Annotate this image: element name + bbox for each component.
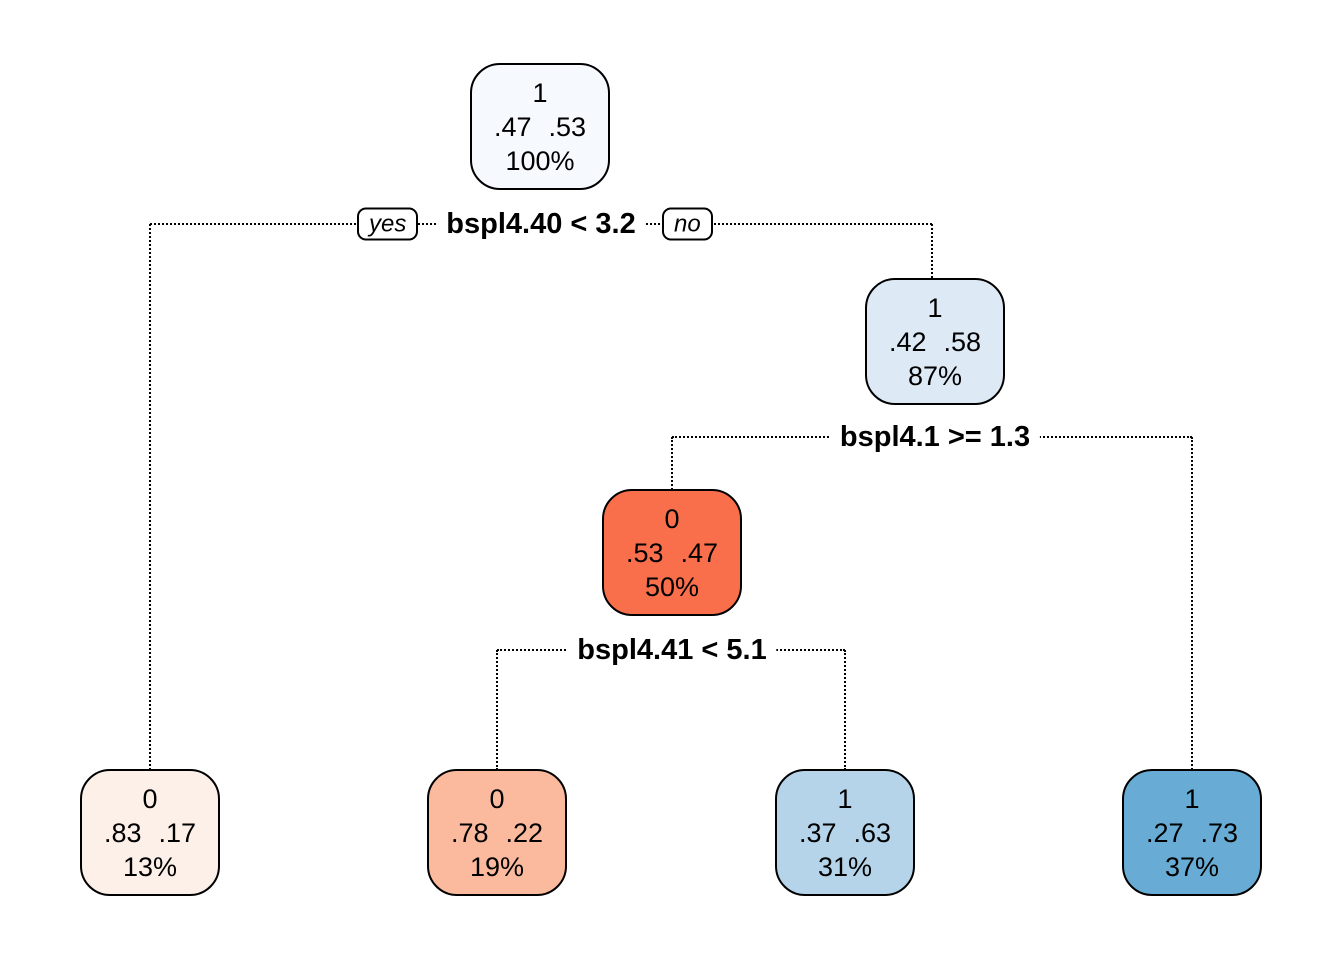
node-coverage: 37% bbox=[1164, 851, 1220, 882]
tree-node-right: 1 .42 .58 87% bbox=[865, 278, 1005, 405]
node-probabilities: .27 .73 bbox=[1146, 816, 1238, 850]
prob-class1: .73 bbox=[1200, 817, 1239, 848]
node-coverage: 87% bbox=[907, 360, 963, 391]
node-probabilities: .37 .63 bbox=[799, 816, 891, 850]
prob-class0: .27 bbox=[1145, 817, 1184, 848]
node-coverage: 13% bbox=[122, 851, 178, 882]
node-class-label: 0 bbox=[489, 783, 505, 814]
split-label-3: bspl4.41 < 5.1 bbox=[567, 631, 777, 669]
node-class-label: 1 bbox=[837, 783, 853, 814]
prob-class1: .63 bbox=[853, 817, 892, 848]
node-coverage: 100% bbox=[505, 145, 575, 176]
node-coverage: 19% bbox=[469, 851, 525, 882]
prob-class0: .53 bbox=[625, 537, 664, 568]
edge-split1-to-leaf1 bbox=[149, 224, 151, 770]
node-coverage: 31% bbox=[817, 851, 873, 882]
prob-class0: .83 bbox=[103, 817, 142, 848]
edge-split1-to-right-node bbox=[931, 224, 933, 278]
prob-class1: .17 bbox=[158, 817, 197, 848]
prob-class0: .78 bbox=[450, 817, 489, 848]
node-class-label: 0 bbox=[664, 503, 680, 534]
node-class-label: 1 bbox=[532, 77, 548, 108]
tree-node-root: 1 .47 .53 100% bbox=[470, 63, 610, 190]
prob-class1: .58 bbox=[943, 326, 982, 357]
tree-leaf-2: 0 .78 .22 19% bbox=[427, 769, 567, 896]
prob-class0: .42 bbox=[888, 326, 927, 357]
edge-split3-to-leaf3 bbox=[844, 650, 846, 770]
tree-leaf-1: 0 .83 .17 13% bbox=[80, 769, 220, 896]
prob-class1: .47 bbox=[680, 537, 719, 568]
split-label-2: bspl4.1 >= 1.3 bbox=[829, 418, 1041, 456]
prob-class1: .53 bbox=[548, 111, 587, 142]
node-probabilities: .83 .17 bbox=[104, 816, 196, 850]
node-coverage: 50% bbox=[644, 571, 700, 602]
tree-node-mid: 0 .53 .47 50% bbox=[602, 489, 742, 616]
node-probabilities: .78 .22 bbox=[451, 816, 543, 850]
prob-class0: .37 bbox=[798, 817, 837, 848]
edge-split2-to-mid-node bbox=[671, 437, 673, 490]
node-class-label: 0 bbox=[142, 783, 158, 814]
node-probabilities: .42 .58 bbox=[889, 325, 981, 359]
node-probabilities: .47 .53 bbox=[494, 110, 586, 144]
prob-class0: .47 bbox=[493, 111, 532, 142]
branch-tag-no: no bbox=[662, 207, 713, 241]
tree-leaf-4: 1 .27 .73 37% bbox=[1122, 769, 1262, 896]
node-class-label: 1 bbox=[927, 292, 943, 323]
node-probabilities: .53 .47 bbox=[626, 536, 718, 570]
node-class-label: 1 bbox=[1184, 783, 1200, 814]
edge-split3-to-leaf2 bbox=[496, 650, 498, 770]
prob-class1: .22 bbox=[505, 817, 544, 848]
split-label-1: bspl4.40 < 3.2 bbox=[436, 205, 646, 243]
tree-leaf-3: 1 .37 .63 31% bbox=[775, 769, 915, 896]
edge-split2-to-leaf4 bbox=[1191, 437, 1193, 770]
branch-tag-yes: yes bbox=[357, 207, 419, 241]
